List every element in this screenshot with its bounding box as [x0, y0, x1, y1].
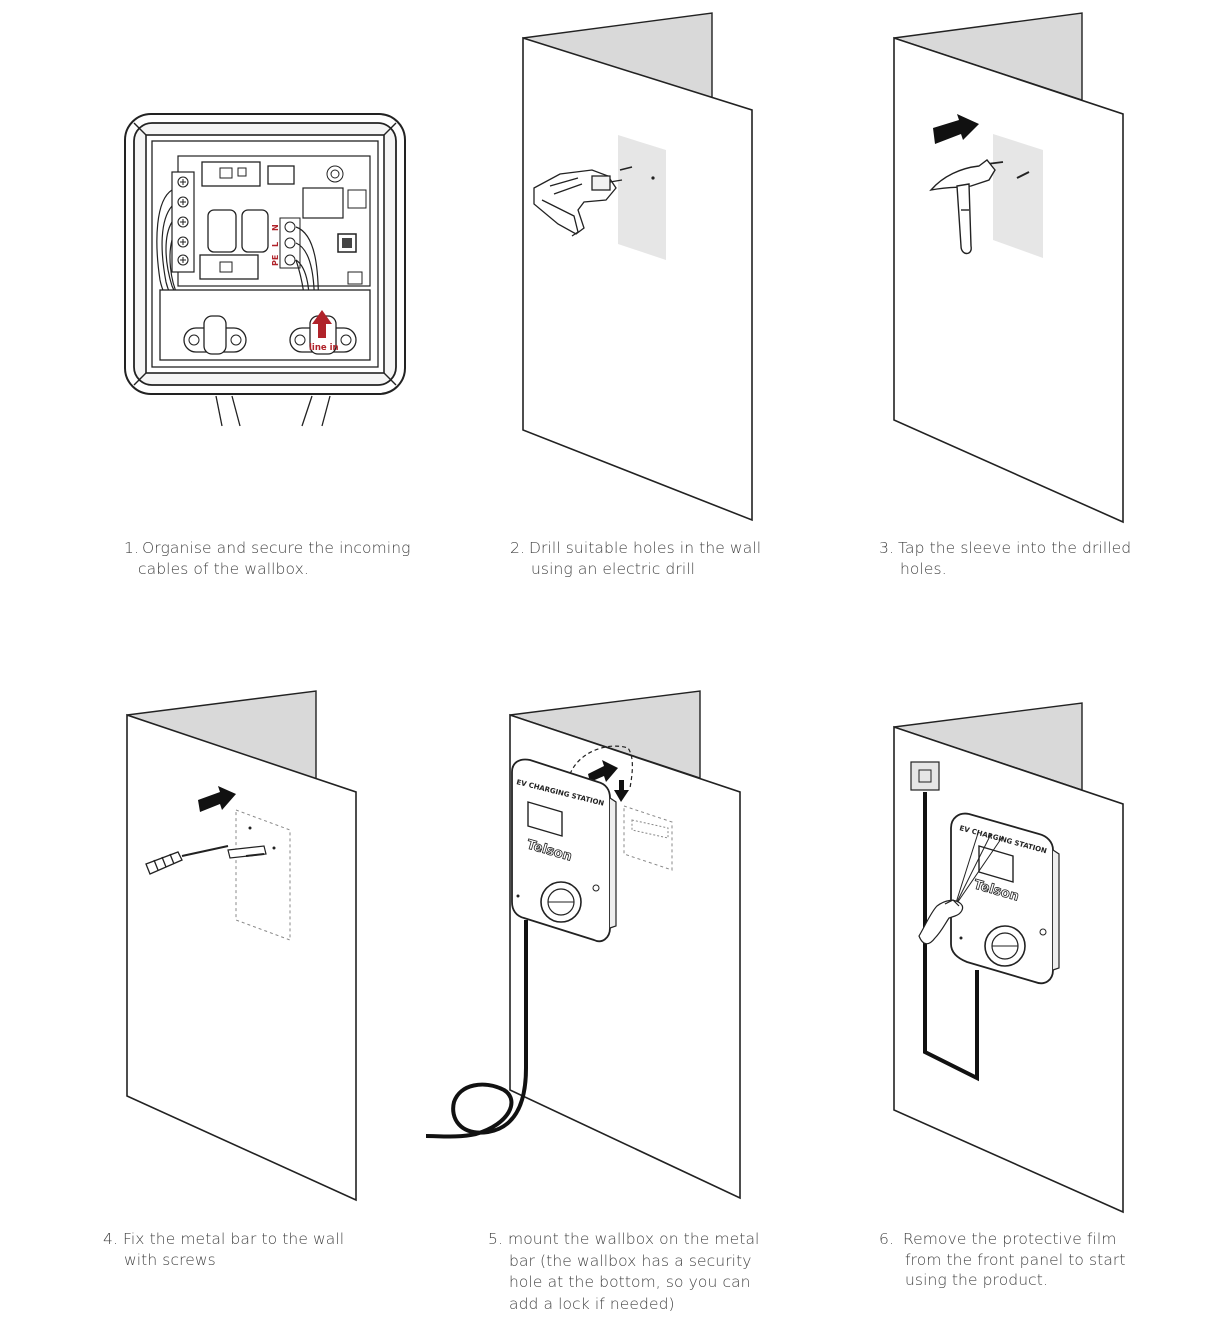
caption-line: hole at the bottom, so you can	[509, 1273, 751, 1292]
caption-line: from the front panel to start	[905, 1250, 1126, 1269]
wallbox-icon: EV CHARGING STATION Telson	[950, 812, 1060, 985]
screwdriver-icon	[145, 845, 229, 875]
wallbox-icon: EV CHARGING STATION Telson	[511, 758, 617, 943]
line-in-label: line in	[309, 343, 339, 353]
caption-line: with screws	[124, 1250, 216, 1269]
hammer-icon	[929, 159, 996, 255]
step-6-caption: 6. Remove the protective film from the f…	[879, 1229, 1179, 1291]
hand-icon	[918, 899, 964, 945]
caption-line: Drill suitable holes in the wall	[529, 539, 762, 557]
step-number: 5.	[488, 1230, 503, 1248]
arrow-right-icon	[198, 786, 236, 812]
caption-line: bar (the wallbox has a security	[509, 1251, 752, 1270]
arrow-right-icon	[588, 760, 618, 782]
caption-line: Fix the metal bar to the wall	[123, 1230, 345, 1248]
step-6-illustration: EV CHARGING STATION Telson	[891, 700, 1131, 1220]
caption-line: Tap the sleeve into the drilled	[898, 539, 1132, 557]
wall-socket-icon	[910, 761, 940, 791]
caption-line: cables of the wallbox.	[138, 559, 309, 578]
caption-line: Remove the protective film	[903, 1230, 1117, 1248]
caption-line: holes.	[900, 559, 947, 578]
wall-panel-icon: EV CHARGING STATION Telson	[425, 690, 741, 1200]
step-2-caption: 2. Drill suitable holes in the wall usin…	[510, 538, 810, 579]
step-3-illustration	[891, 10, 1131, 530]
step-1-illustration: N L PE	[120, 110, 410, 430]
step-4-illustration	[124, 688, 364, 1208]
step-3-caption: 3. Tap the sleeve into the drilled holes…	[879, 538, 1179, 579]
svg-text:N: N	[271, 224, 280, 231]
caption-line: mount the wallbox on the metal	[508, 1230, 760, 1248]
step-number: 2.	[510, 539, 525, 557]
step-5-illustration: EV CHARGING STATION Telson	[420, 688, 750, 1208]
arrow-down-icon	[614, 780, 629, 802]
svg-text:L: L	[271, 242, 280, 247]
caption-line: add a lock if needed)	[509, 1295, 675, 1314]
caption-line: Organise and secure the incoming	[142, 539, 411, 557]
line-in-arrow-icon	[312, 310, 332, 338]
arrow-right-icon	[933, 114, 979, 144]
step-1-caption: 1. Organise and secure the incoming cabl…	[124, 538, 444, 579]
caption-line: using the product.	[905, 1271, 1048, 1289]
wall-panel-icon	[522, 12, 753, 522]
step-number: 4.	[103, 1230, 118, 1248]
cable-coil-icon	[425, 920, 528, 1139]
caption-line: using an electric drill	[531, 559, 696, 578]
step-2-illustration	[520, 10, 760, 530]
step-5-caption: 5. mount the wallbox on the metal bar (t…	[488, 1229, 808, 1316]
step-number: 6.	[879, 1230, 894, 1248]
step-4-caption: 4. Fix the metal bar to the wall with sc…	[103, 1229, 403, 1270]
step-number: 3.	[879, 539, 894, 557]
wall-panel-icon	[893, 12, 1124, 524]
wall-panel-icon	[126, 690, 357, 1202]
svg-text:PE: PE	[271, 255, 280, 266]
electric-drill-icon	[533, 169, 623, 237]
wallbox-wiring-icon: N L PE	[124, 113, 406, 427]
wall-panel-icon: EV CHARGING STATION Telson	[893, 702, 1124, 1214]
step-number: 1.	[124, 539, 139, 557]
